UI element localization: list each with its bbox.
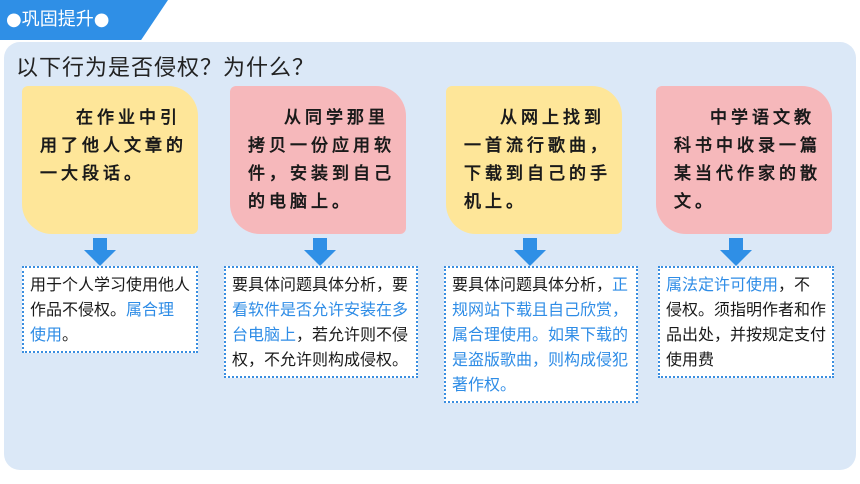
answer-box-1: 用于个人学习使用他人作品不侵权。属合理使用。 xyxy=(22,266,198,353)
down-arrow-icon xyxy=(514,238,546,266)
answer-2-part-3: ，若允许则不侵权，不允许则构成侵权。 xyxy=(232,325,409,369)
scenario-card-4: 中学语文教科书中收录一篇某当代作家的散文。 xyxy=(656,86,832,234)
answer-3-part-1: 要具体问题具体分析， xyxy=(452,275,613,294)
answer-box-3: 要具体问题具体分析，正规网站下载且自己欣赏，属合理使用。如果下载的是盗版歌曲，则… xyxy=(444,266,638,403)
answer-1-part-2: 属合理使用 xyxy=(30,300,175,344)
scenario-card-3: 从网上找到一首流行歌曲，下载到自己的手机上。 xyxy=(446,86,622,234)
scenario-card-1: 在作业中引用了他人文章的一大段话。 xyxy=(22,86,198,234)
down-arrow-icon xyxy=(720,238,752,266)
section-header: ●巩固提升● xyxy=(0,0,168,40)
answer-box-4: 属法定许可使用，不侵权。须指明作者和作品出处，并按规定支付使用费 xyxy=(658,266,834,378)
question-text: 以下行为是否侵权？为什么？ xyxy=(16,56,316,81)
down-arrow-icon xyxy=(304,238,336,266)
answer-3-part-2: 正规网站下载且自己欣赏，属合理使用。如果下载的是盗版歌曲，则构成侵犯著作权。 xyxy=(452,275,629,394)
scenario-text-3: 从网上找到一首流行歌曲，下载到自己的手机上。 xyxy=(464,108,611,212)
answer-2-part-2: 看软件是否允许安装在多台电脑上 xyxy=(232,300,409,344)
answer-4-part-2: ，不侵权。须指明作者和作品出处，并按规定支付使用费 xyxy=(666,275,827,369)
down-arrow-icon xyxy=(84,238,116,266)
scenario-text-4: 中学语文教科书中收录一篇某当代作家的散文。 xyxy=(674,108,821,212)
scenario-text-2: 从同学那里拷贝一份应用软件，安装到自己的电脑上。 xyxy=(248,108,395,212)
section-title: ●巩固提升● xyxy=(6,9,110,30)
answer-box-2: 要具体问题具体分析，要看软件是否允许安装在多台电脑上，若允许则不侵权，不允许则构… xyxy=(224,266,418,378)
scenario-text-1: 在作业中引用了他人文章的一大段话。 xyxy=(40,108,187,184)
answer-2-part-1: 要具体问题具体分析，要 xyxy=(232,275,409,294)
answer-4-part-1: 属法定许可使用 xyxy=(666,275,779,294)
answer-1-part-1: 用于个人学习使用他人作品不侵权。 xyxy=(30,275,191,319)
answer-1-part-3: 。 xyxy=(62,325,79,344)
scenario-card-2: 从同学那里拷贝一份应用软件，安装到自己的电脑上。 xyxy=(230,86,406,234)
